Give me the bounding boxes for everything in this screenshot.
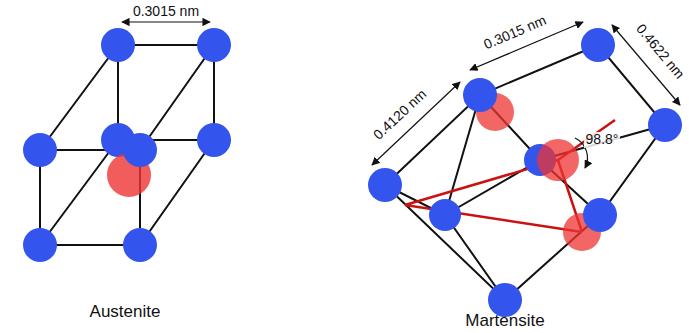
martensite-cell <box>385 45 665 300</box>
dimension-arrow <box>122 21 210 22</box>
dimension-label: 0.4622 nm <box>633 22 687 83</box>
martensite-atoms <box>368 28 682 317</box>
dimension-label: 0.3015 nm <box>133 4 199 19</box>
dimension-label: 0.4120 nm <box>371 87 430 143</box>
austenite-cube <box>40 45 214 245</box>
structure-name: Austenite <box>90 303 161 322</box>
dimension-label: 0.3015 nm <box>482 13 549 53</box>
structure-name: Martensite <box>465 312 544 331</box>
austenite-atoms <box>23 28 231 262</box>
angle-label: 98.8° <box>584 132 621 147</box>
